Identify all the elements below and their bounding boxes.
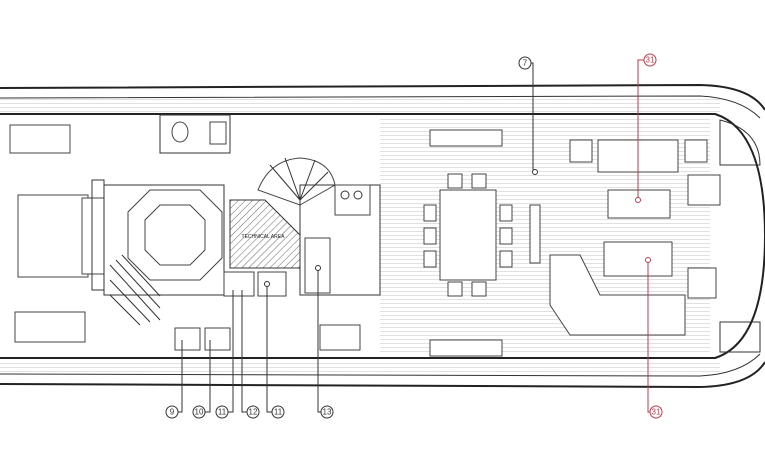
callout-10[interactable]: 10	[192, 340, 211, 419]
svg-text:31: 31	[652, 408, 661, 417]
callout-31-bottom[interactable]: 31	[645, 257, 663, 419]
hull-outline	[0, 83, 765, 389]
svg-text:11: 11	[274, 408, 283, 417]
callout-7[interactable]: 7	[518, 56, 538, 175]
callout-13[interactable]: 13	[315, 265, 334, 419]
callout-9[interactable]: 9	[165, 340, 183, 419]
galley	[174, 184, 381, 351]
svg-text:7: 7	[523, 59, 528, 68]
technical-area-label: TECHNICAL AREA	[242, 234, 286, 240]
lower-lounge	[103, 184, 225, 326]
svg-text:31: 31	[646, 56, 655, 65]
spiral-stair	[257, 157, 336, 206]
svg-text:12: 12	[249, 408, 258, 417]
callout-11-b[interactable]: 11	[264, 281, 285, 419]
stairs	[109, 254, 161, 326]
svg-text:9: 9	[170, 408, 175, 417]
callout-31-top[interactable]: 31	[635, 53, 657, 203]
callout-11[interactable]: 11	[215, 290, 234, 419]
saloon-furniture	[429, 119, 761, 357]
svg-text:11: 11	[218, 408, 227, 417]
aft-cockpit	[9, 124, 105, 343]
svg-text:10: 10	[195, 408, 204, 417]
dining-table	[423, 173, 541, 297]
technical-area: TECHNICAL AREA	[223, 199, 301, 297]
callout-12[interactable]: 12	[241, 290, 260, 419]
head	[159, 114, 231, 154]
svg-text:13: 13	[323, 408, 332, 417]
